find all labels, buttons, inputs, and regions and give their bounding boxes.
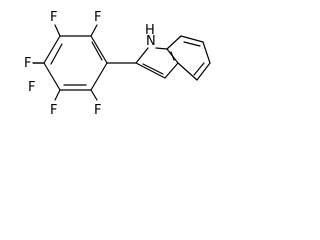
fluorine-bottom-left-label: F xyxy=(50,103,57,118)
fluorine-bottom-right-label: F xyxy=(94,103,101,118)
atom-labels: F F F F F F H N xyxy=(24,10,156,118)
ring-bond xyxy=(43,62,61,91)
nitrogen-label: N xyxy=(146,34,156,49)
c-f-bond xyxy=(90,24,98,37)
ring-double-bond xyxy=(50,43,63,65)
pyrrole-bond xyxy=(135,47,149,64)
fluorine-bonds xyxy=(32,24,98,101)
benzene-double-bond xyxy=(170,51,175,61)
benzene-bond xyxy=(196,62,211,81)
fluorine-left-lower-label: F xyxy=(28,80,35,95)
benzene-double-bond xyxy=(183,41,201,47)
fluorine-left-upper-label: F xyxy=(24,56,31,71)
chemical-structure: F F F F F F H N xyxy=(24,10,211,118)
ring-bond xyxy=(90,62,108,91)
pyrrole-bond xyxy=(155,47,168,50)
fluorine-top-right-label: F xyxy=(94,10,101,25)
benzene-double-bond xyxy=(193,62,205,76)
benzene-bond xyxy=(166,35,182,50)
benzene-bond xyxy=(202,41,211,64)
indole-benzene-ring xyxy=(166,35,211,81)
pentafluorophenyl-ring xyxy=(43,35,108,91)
c-f-bond xyxy=(90,89,98,101)
hydrogen-label: H xyxy=(145,23,155,38)
pyrrole-bond xyxy=(164,62,179,79)
benzene-bond xyxy=(177,62,198,81)
c-f-bond xyxy=(54,24,61,37)
ring-bond xyxy=(90,35,108,64)
benzene-bond xyxy=(180,35,204,43)
c-f-bond xyxy=(54,89,61,101)
pyrrole-double-bond xyxy=(142,63,164,75)
ring-double-bond xyxy=(91,41,103,61)
ring-bond xyxy=(43,35,61,64)
fluorine-top-left-label: F xyxy=(50,10,57,25)
pyrrole-bond xyxy=(135,62,166,79)
